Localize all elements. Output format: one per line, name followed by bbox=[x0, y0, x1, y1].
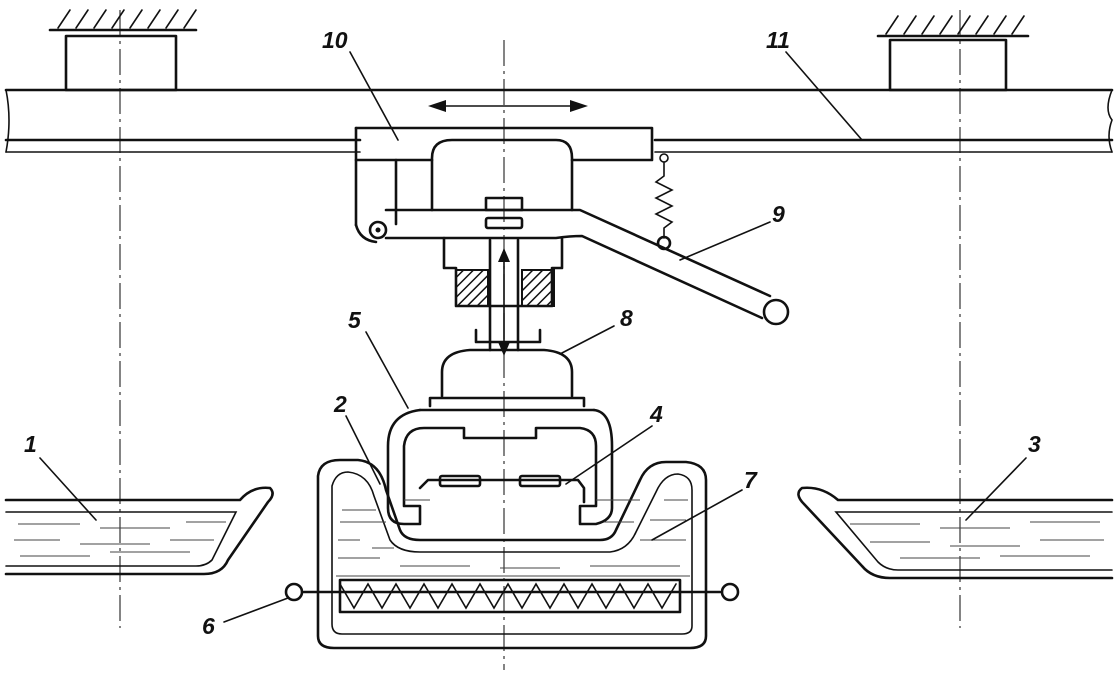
label-part: 4 bbox=[649, 401, 663, 427]
suspension-head bbox=[418, 328, 596, 412]
carriage bbox=[354, 126, 674, 251]
travel-arrow bbox=[428, 100, 588, 112]
bath-center bbox=[316, 458, 708, 650]
label-carriage: 10 bbox=[322, 27, 348, 53]
label-bath-center: 2 bbox=[333, 391, 347, 417]
bath-right bbox=[797, 486, 1114, 580]
label-solution: 7 bbox=[744, 467, 758, 493]
ceiling-support-left bbox=[48, 9, 198, 92]
ceiling-support-right bbox=[876, 15, 1030, 92]
heater-coil bbox=[284, 578, 740, 614]
callouts: 1 2 3 4 5 6 7 8 9 10 11 bbox=[24, 27, 1041, 639]
label-lever: 9 bbox=[772, 201, 785, 227]
label-rail: 11 bbox=[766, 27, 790, 53]
overhead-rail bbox=[4, 88, 1114, 153]
label-bath-right: 3 bbox=[1028, 431, 1041, 457]
lever bbox=[384, 196, 790, 326]
gripper-frame bbox=[386, 408, 614, 526]
bath-left bbox=[4, 486, 274, 576]
label-bath-left: 1 bbox=[24, 431, 37, 457]
label-heater: 6 bbox=[202, 613, 215, 639]
hoist-column bbox=[442, 236, 564, 356]
label-hoist: 8 bbox=[620, 305, 633, 331]
leader-lines bbox=[39, 51, 1027, 623]
label-gripper: 5 bbox=[348, 307, 362, 333]
